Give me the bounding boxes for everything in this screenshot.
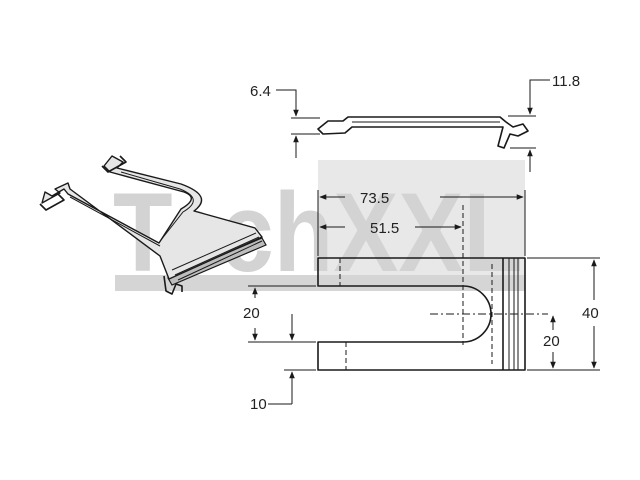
iso-foot [163, 275, 183, 295]
dim-label-11-8: 11.8 [552, 73, 580, 90]
dim-label-40: 40 [582, 305, 599, 322]
iso-rail-stripes [171, 232, 263, 281]
side-view [317, 116, 529, 149]
side-profile [317, 116, 529, 149]
dim-51-5: 51.5 [317, 220, 462, 256]
iso-slot [69, 171, 194, 247]
dim-20-offset: 20 [527, 315, 562, 371]
dim-label-51-5: 51.5 [370, 220, 399, 237]
iso-tab-left [39, 193, 65, 211]
isometric-view [39, 155, 267, 295]
dim-11-8: 11.8 [508, 73, 580, 172]
dim-40: 40 [527, 257, 600, 371]
plan-outline [317, 257, 526, 371]
dim-label-6-4: 6.4 [250, 83, 271, 100]
dim-label-73-5: 73.5 [360, 190, 389, 207]
plan-view [317, 205, 548, 371]
dim-label-20-offset: 20 [543, 333, 560, 350]
dim-10: 10 [250, 314, 316, 413]
watermark-box [318, 160, 525, 291]
dim-label-20-slot: 20 [243, 305, 260, 322]
dim-6-4: 6.4 [250, 83, 320, 158]
iso-tab-right [101, 155, 127, 173]
dim-label-10: 10 [250, 396, 267, 413]
dim-20-slot: 20 [243, 285, 316, 343]
